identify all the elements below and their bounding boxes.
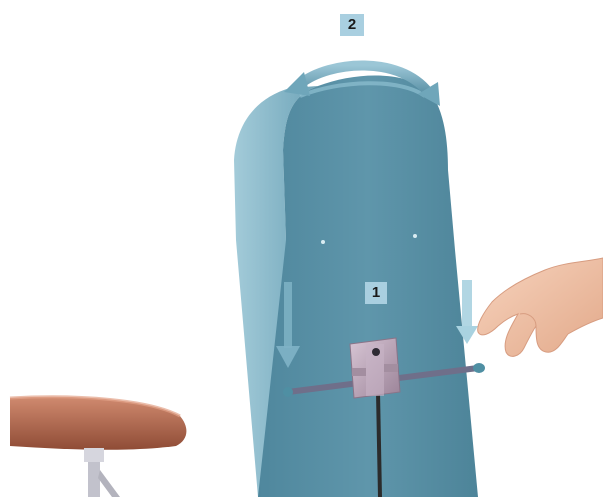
bracket [350,338,400,398]
seat [10,397,186,450]
backrest-hole-right [413,234,417,238]
backrest-hole-left [321,240,325,244]
seat-post [84,448,120,497]
step-label-2: 2 [340,14,364,36]
cable [378,392,380,497]
hand [478,258,603,356]
step-label-1: 1 [365,282,387,304]
